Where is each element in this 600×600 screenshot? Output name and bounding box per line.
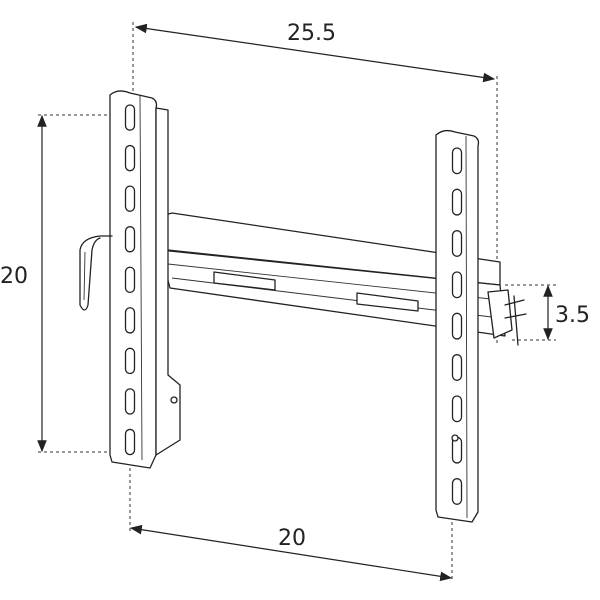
mounting-slot <box>124 144 136 172</box>
left-bracket <box>79 90 181 469</box>
dimension-line-bottom-width <box>129 524 453 582</box>
mounting-slot <box>451 188 463 216</box>
mounting-slot <box>451 271 463 299</box>
rail-slot-left <box>213 271 276 291</box>
right-bracket-slots <box>451 147 463 505</box>
label-bottom-width: 20 <box>278 526 306 551</box>
right-bracket <box>435 129 527 523</box>
mounting-slot <box>451 354 463 381</box>
mounting-slot <box>124 185 136 212</box>
mounting-slot <box>451 395 463 423</box>
left-bracket-slots <box>124 104 136 456</box>
mounting-slot <box>124 226 136 253</box>
label-left-height: 20 <box>0 264 28 289</box>
mounting-slot <box>451 147 463 175</box>
mounting-slot <box>124 388 136 415</box>
mounting-slot <box>124 307 136 334</box>
tilt-lock-knob <box>487 289 513 339</box>
mounting-slot <box>124 428 136 456</box>
mounting-slot <box>124 347 136 375</box>
mounting-slot <box>124 104 136 131</box>
mounting-slot <box>451 478 463 505</box>
mounting-slot <box>124 266 136 294</box>
label-top-width: 25.5 <box>287 21 336 46</box>
rail-slot-right <box>356 292 419 312</box>
label-tilt-depth: 3.5 <box>555 303 590 328</box>
mounting-slot <box>451 312 463 340</box>
mounting-slot <box>451 230 463 257</box>
dimension-line-top-width <box>134 23 496 83</box>
